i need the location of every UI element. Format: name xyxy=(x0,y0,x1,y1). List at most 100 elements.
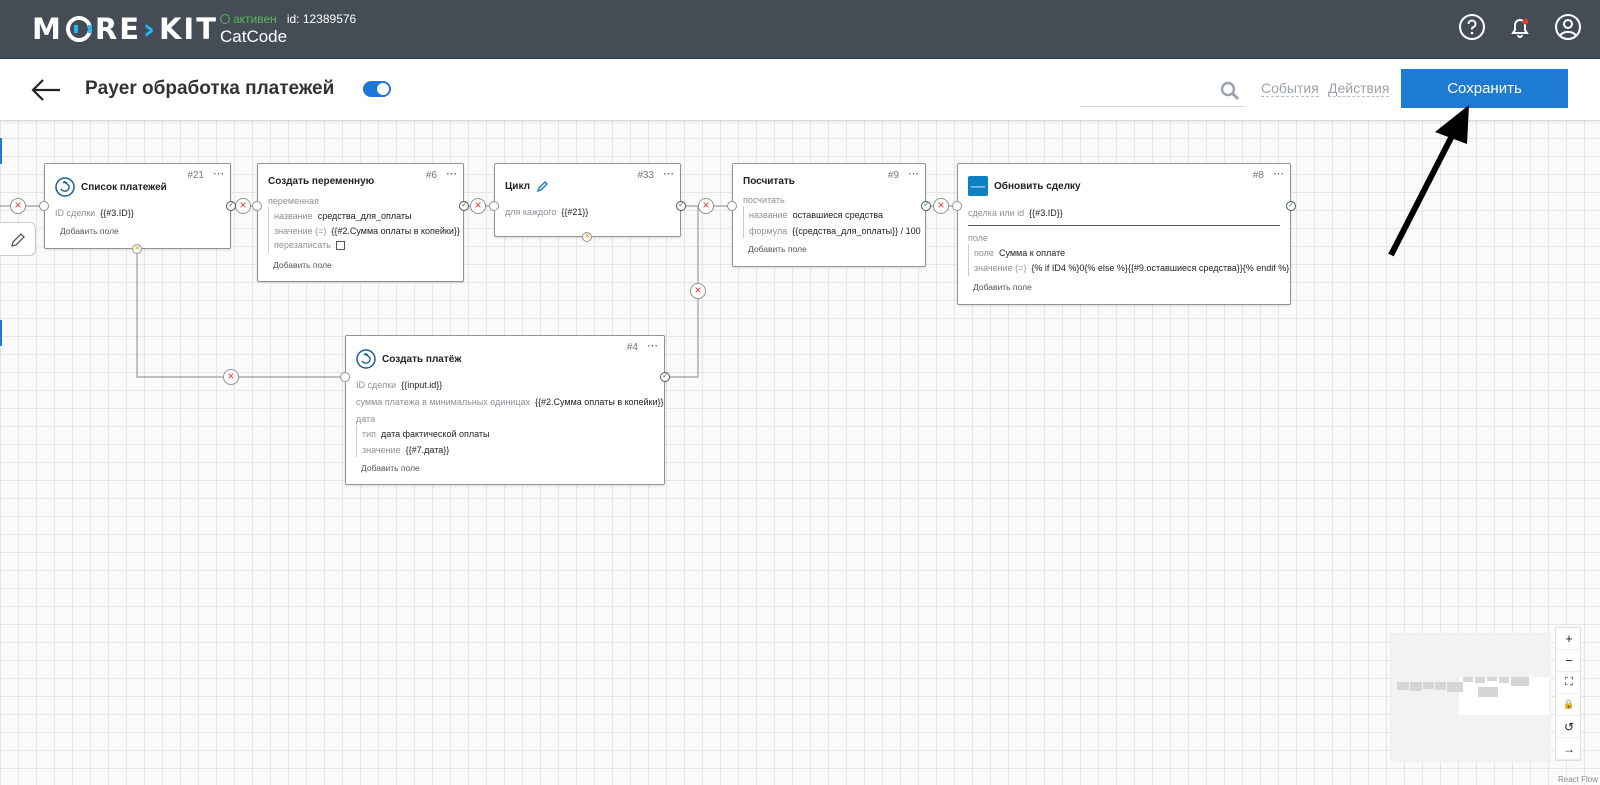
node-id: #6 xyxy=(425,170,437,181)
zoom-out-button[interactable]: − xyxy=(1556,650,1582,672)
remove-edge-button[interactable] xyxy=(10,198,26,214)
node-input-handle[interactable] xyxy=(952,201,962,211)
add-field-button[interactable]: Добавить поле xyxy=(273,260,332,270)
node-menu-button[interactable]: ⋯ xyxy=(446,168,457,180)
node-output-handle[interactable] xyxy=(459,200,469,211)
project-name: CatCode xyxy=(220,27,288,46)
node-create-payment[interactable]: #4 ⋯ Создать платёж ID сделки{{input.id}… xyxy=(345,335,665,485)
save-button[interactable]: Сохранить xyxy=(1401,69,1568,108)
node-error-handle[interactable] xyxy=(582,231,592,242)
node-output-handle[interactable] xyxy=(676,200,686,211)
node-field-value[interactable]: значение (=){% if ID4 %}0{% else %}{{#9.… xyxy=(974,263,1289,273)
search-icon[interactable] xyxy=(1220,81,1240,101)
node-list-payments[interactable]: #21 ⋯ Список платежей ID сделки{{#3.ID}}… xyxy=(44,163,231,249)
field-key: ID сделки xyxy=(55,208,96,218)
node-menu-button[interactable]: ⋯ xyxy=(213,168,224,180)
add-field-button[interactable]: Добавить поле xyxy=(60,226,119,236)
tab-actions[interactable]: Действия xyxy=(1328,80,1390,97)
react-flow-attribution[interactable]: React Flow xyxy=(1557,775,1598,784)
fit-view-button[interactable]: ⛶ xyxy=(1556,672,1582,694)
node-input-handle[interactable] xyxy=(252,201,262,211)
node-title-text: Посчитать xyxy=(743,176,795,187)
group-label: дата xyxy=(356,414,376,424)
left-side-mark xyxy=(0,138,2,164)
flow-canvas[interactable]: #21 ⋯ Список платежей ID сделки{{#3.ID}}… xyxy=(0,120,1600,785)
node-input-handle[interactable] xyxy=(39,201,49,211)
node-create-variable[interactable]: #6 ⋯ Создать переменную переменная назва… xyxy=(257,163,464,282)
group-label: поле xyxy=(968,233,988,243)
node-field-value[interactable]: значение{{#7.дата}} xyxy=(362,445,449,455)
node-title-text: Обновить сделку xyxy=(994,180,1081,192)
logo-letters-kit: KIT xyxy=(158,12,218,46)
node-menu-button[interactable]: ⋯ xyxy=(663,168,674,180)
node-field-value[interactable]: значение (=){{#2.Сумма оплаты в копейки}… xyxy=(274,226,460,236)
overwrite-checkbox[interactable] xyxy=(335,241,345,251)
field-value: {{средства_для_оплаты}} / 100 xyxy=(792,226,921,236)
add-field-button[interactable]: Добавить поле xyxy=(361,463,420,473)
group-label: переменная xyxy=(268,196,319,206)
logo-letter: M xyxy=(32,12,63,46)
node-title: Обновить сделку xyxy=(968,176,1081,196)
edit-pencil-icon[interactable] xyxy=(536,179,550,193)
field-key: значение xyxy=(362,445,401,455)
remove-edge-button[interactable] xyxy=(933,198,949,214)
node-input-handle[interactable] xyxy=(489,201,499,211)
node-field-deal-id[interactable]: ID сделки{{#3.ID}} xyxy=(55,208,134,218)
node-error-handle[interactable] xyxy=(132,243,142,254)
node-field-for-each[interactable]: для каждого{{#21}} xyxy=(505,207,588,217)
node-field-overwrite[interactable]: перезаписать xyxy=(274,240,345,251)
flow-active-toggle[interactable] xyxy=(363,81,391,97)
user-profile-icon[interactable] xyxy=(1554,13,1582,41)
remove-edge-button[interactable] xyxy=(690,283,706,299)
lock-button[interactable]: 🔒 xyxy=(1556,694,1582,716)
node-field-formula[interactable]: формула{{средства_для_оплаты}} / 100 xyxy=(749,226,921,236)
remove-edge-button[interactable] xyxy=(235,198,251,214)
minimap[interactable] xyxy=(1390,633,1551,762)
node-menu-button[interactable]: ⋯ xyxy=(1273,168,1284,180)
add-field-button[interactable]: Добавить поле xyxy=(748,244,807,254)
remove-edge-button[interactable] xyxy=(698,198,714,214)
next-button[interactable]: → xyxy=(1556,738,1582,760)
edit-tool-button[interactable] xyxy=(0,222,36,256)
search-input[interactable] xyxy=(1080,75,1246,107)
field-group-label: поле xyxy=(968,233,993,243)
remove-edge-button[interactable] xyxy=(470,198,486,214)
help-icon[interactable] xyxy=(1458,13,1486,41)
node-output-handle[interactable] xyxy=(921,200,931,211)
add-field-button[interactable]: Добавить поле xyxy=(973,282,1032,292)
node-input-handle[interactable] xyxy=(340,372,350,382)
node-menu-button[interactable]: ⋯ xyxy=(908,168,919,180)
node-output-handle[interactable] xyxy=(660,371,670,382)
field-key: тип xyxy=(362,429,377,439)
remove-edge-button[interactable] xyxy=(223,369,239,385)
node-update-deal[interactable]: #8 ⋯ Обновить сделку сделка или id{{#3.I… xyxy=(957,163,1291,305)
node-loop[interactable]: #33 ⋯ Цикл для каждого{{#21}} xyxy=(494,163,681,237)
node-menu-button[interactable]: ⋯ xyxy=(647,340,658,352)
node-output-handle[interactable] xyxy=(1286,200,1296,211)
bell-icon[interactable] xyxy=(1506,13,1534,41)
node-field-deal-id[interactable]: ID сделки{{input.id}} xyxy=(356,380,442,390)
field-key: поле xyxy=(974,248,994,258)
zoom-in-button[interactable]: + xyxy=(1556,628,1582,650)
status-text: активен xyxy=(233,12,277,26)
node-field-deal[interactable]: сделка или id{{#3.ID}} xyxy=(968,208,1063,218)
field-value: средства_для_оплаты xyxy=(317,211,412,221)
node-field-sum[interactable]: сумма платежа в минимальных единицах{{#2… xyxy=(356,397,664,407)
flow-controls: + − ⛶ 🔒 ↺ → xyxy=(1555,627,1582,761)
node-output-handle[interactable] xyxy=(226,200,236,211)
field-key: сумма платежа в минимальных единицах xyxy=(356,397,530,407)
node-input-handle[interactable] xyxy=(727,201,737,211)
logo-ring-icon xyxy=(65,16,92,42)
payment-service-icon xyxy=(55,177,75,197)
top-icons xyxy=(1458,13,1582,41)
tab-events[interactable]: События xyxy=(1261,80,1319,97)
node-id: #9 xyxy=(887,170,899,181)
undo-button[interactable]: ↺ xyxy=(1556,716,1582,738)
back-arrow-icon[interactable] xyxy=(30,76,62,104)
